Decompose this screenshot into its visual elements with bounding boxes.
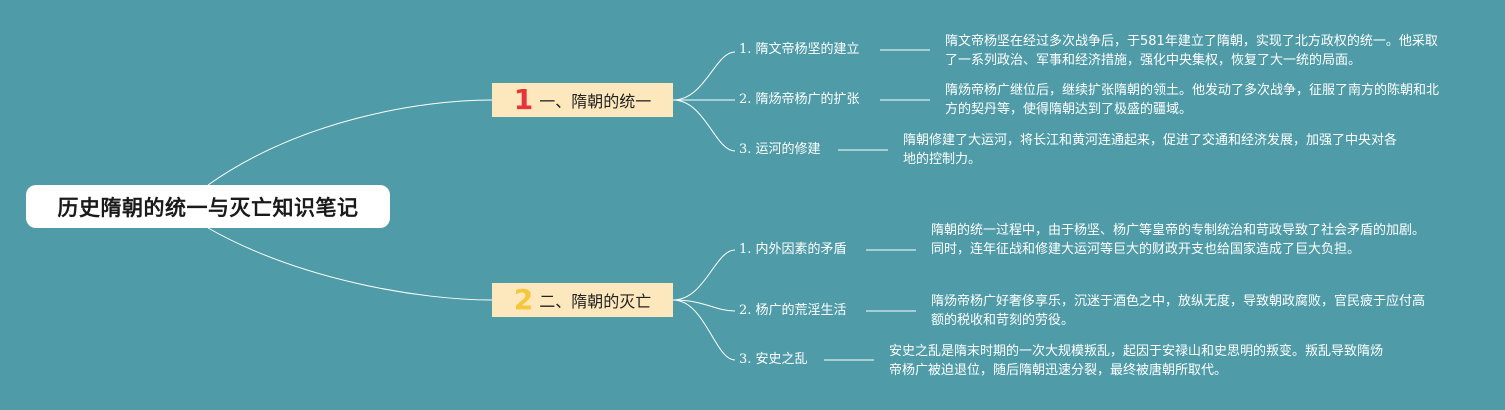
subtopic-yang-guang-expansion[interactable]: 2. 隋炀帝杨广的扩张 bbox=[739, 92, 860, 107]
branch-number-badge: 1 bbox=[513, 83, 534, 116]
subtopic-an-shi-rebellion[interactable]: 3. 安史之乱 bbox=[739, 352, 808, 367]
subtopic-description: 隋炀帝杨广继位后，继续扩张隋朝的领土。他发动了多次战争，征服了南方的陈朝和北方的… bbox=[945, 83, 1440, 117]
branch-label: 二、隋朝的灭亡 bbox=[539, 292, 652, 311]
branch-1-to-item-1-connector bbox=[672, 51, 736, 101]
subtopic-grand-canal[interactable]: 3. 运河的修建 bbox=[739, 142, 821, 157]
branch-number-badge: 2 bbox=[513, 283, 534, 316]
branch-1-to-item-3-connector bbox=[672, 99, 736, 152]
root-to-branch-2-connector bbox=[207, 227, 493, 301]
subtopic-yang-jian-founding[interactable]: 1. 隋文帝杨坚的建立 bbox=[739, 42, 860, 57]
subtopic-description: 隋朝的统一过程中，由于杨坚、杨广等皇帝的专制统治和苛政导致了社会矛盾的加剧。同时… bbox=[931, 223, 1426, 257]
subtopic-description: 安史之乱是隋末时期的一次大规模叛乱，起因于安禄山和史思明的叛变。叛乱导致隋炀帝杨… bbox=[889, 344, 1384, 378]
subtopic-yang-guang-decadence[interactable]: 2. 杨广的荒淫生活 bbox=[739, 303, 847, 318]
branch-2-to-item-2-connector bbox=[672, 299, 736, 312]
root-node[interactable]: 历史隋朝的统一与灭亡知识笔记 bbox=[26, 185, 390, 228]
root-to-branch-1-connector bbox=[207, 99, 493, 186]
root-title: 历史隋朝的统一与灭亡知识笔记 bbox=[57, 195, 359, 220]
subtopic-description: 隋朝修建了大运河，将长江和黄河连通起来，促进了交通和经济发展，加强了中央对各地的… bbox=[903, 133, 1398, 167]
branch-label: 一、隋朝的统一 bbox=[539, 92, 652, 111]
branch-2-to-item-1-connector bbox=[672, 249, 736, 301]
subtopic-internal-external-conflicts[interactable]: 1. 内外因素的矛盾 bbox=[739, 242, 847, 257]
branch-2-to-item-3-connector bbox=[672, 299, 736, 361]
branch-node-unification[interactable]: 1 一、隋朝的统一 bbox=[492, 83, 673, 117]
branch-node-downfall[interactable]: 2 二、隋朝的灭亡 bbox=[492, 283, 673, 317]
subtopic-description: 隋炀帝杨广好奢侈享乐，沉迷于酒色之中，放纵无度，导致朝政腐败，官民疲于应付高额的… bbox=[931, 294, 1426, 328]
subtopic-description: 隋文帝杨坚在经过多次战争后，于581年建立了隋朝，实现了北方政权的统一。他采取了… bbox=[945, 34, 1438, 68]
